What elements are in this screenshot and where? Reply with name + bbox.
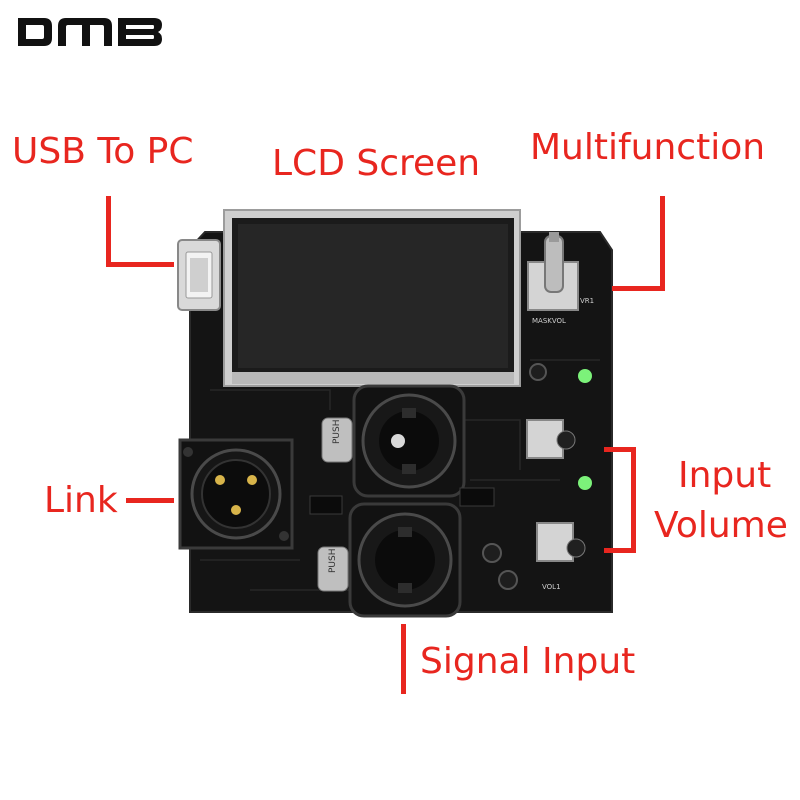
callout-signal-input (401, 624, 406, 694)
combo-input-1 (352, 384, 466, 498)
callout-usb-horizontal (106, 262, 174, 267)
callout-link (126, 498, 174, 503)
marking-vol1: VOL1 (542, 583, 561, 591)
dmb-logo (18, 18, 162, 46)
push-latch-2 (317, 546, 349, 592)
lcd-screen (223, 209, 521, 387)
label-usb-to-pc: USB To PC (12, 131, 194, 172)
callout-input-volume-bottom (604, 548, 636, 553)
callout-usb-vertical (106, 196, 111, 266)
callout-input-volume-top (604, 447, 636, 452)
callout-input-volume-vertical (631, 447, 636, 553)
multifunction-encoder (527, 232, 579, 311)
marking-push-1: PUSH (332, 419, 342, 445)
callout-multifunction-vertical (660, 196, 665, 290)
volume-pot-1 (526, 419, 576, 459)
marking-vr1: VR1 (580, 297, 595, 305)
push-latch-1 (321, 417, 353, 463)
label-input-volume-line1: Input (678, 455, 772, 496)
volume-pot-2 (536, 522, 586, 562)
callout-multifunction-horizontal (612, 286, 665, 291)
combo-input-2 (348, 502, 462, 618)
usb-port (177, 239, 221, 311)
led-1 (578, 369, 592, 383)
label-multifunction: Multifunction (530, 127, 766, 168)
led-2 (578, 476, 592, 490)
marking-push-2: PUSH (328, 548, 338, 574)
label-signal-input: Signal Input (420, 641, 636, 682)
label-input-volume-line2: Volume (654, 505, 788, 546)
marking-mask-vol: MASKVOL (532, 317, 566, 325)
xlr-link-connector (178, 438, 294, 550)
ic-chips (309, 487, 495, 515)
label-lcd-screen: LCD Screen (272, 143, 481, 184)
capacitors (482, 363, 547, 590)
label-link: Link (44, 480, 118, 521)
